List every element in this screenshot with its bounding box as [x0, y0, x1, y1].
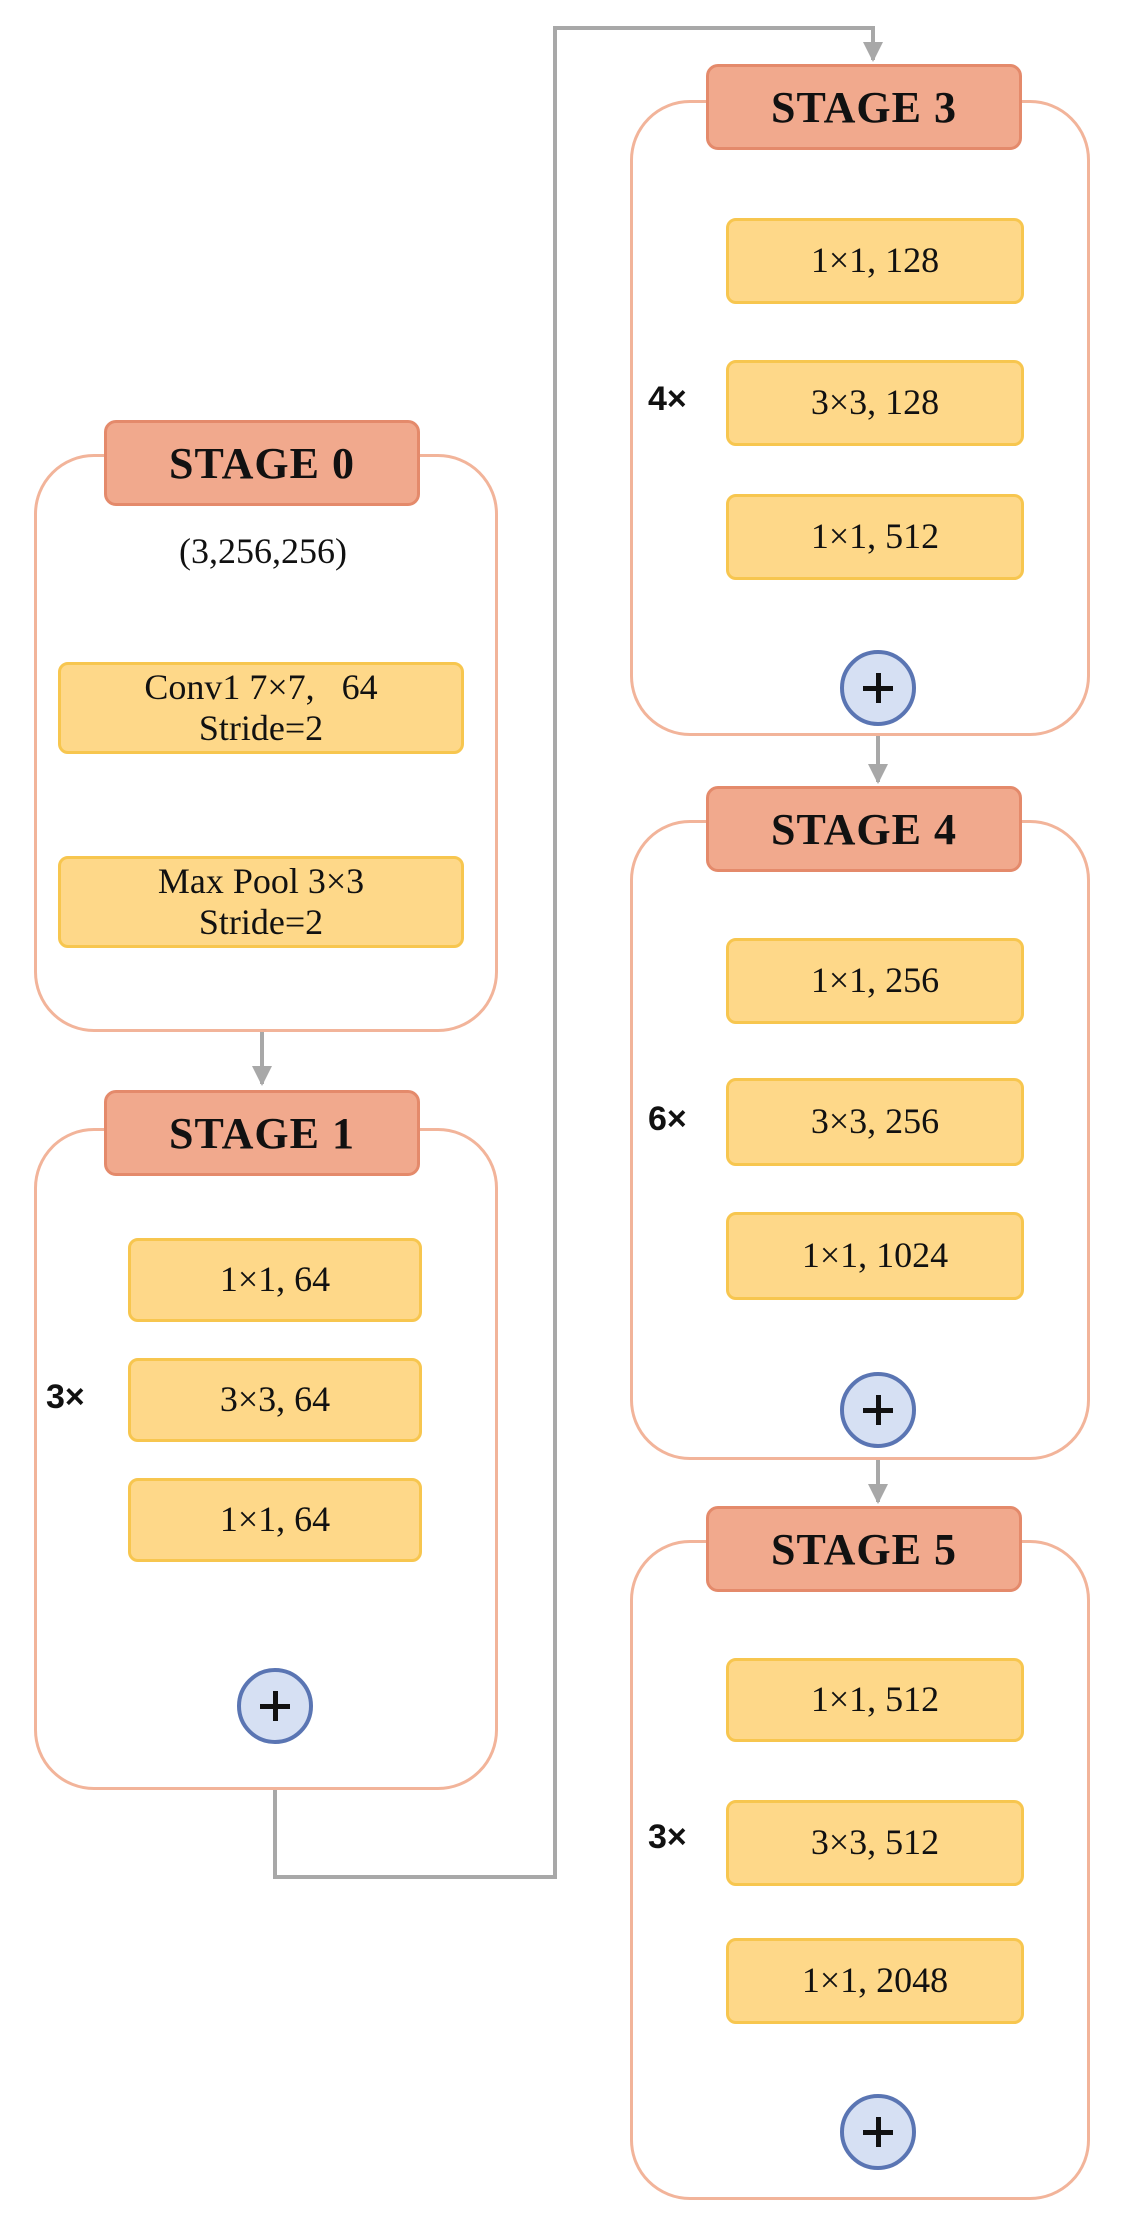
- conv1-line1: Conv1 7×7, 64: [144, 666, 378, 707]
- conv1-line2: Stride=2: [198, 708, 324, 748]
- stage-5-block-3: 1×1, 2048: [726, 1938, 1024, 2024]
- maxpool-line1: Max Pool 3×3: [157, 860, 365, 901]
- stage-3-title: STAGE 3: [706, 64, 1022, 150]
- stage-3-add-plus-circle-icon: [840, 650, 916, 726]
- stage-3-block-3: 1×1, 512: [726, 494, 1024, 580]
- maxpool-block: Max Pool 3×3 Stride=2: [58, 856, 464, 948]
- stage-4-title: STAGE 4: [706, 786, 1022, 872]
- stage-4-repeat-count: 6×: [648, 1100, 687, 1138]
- stage-3-block-2: 3×3, 128: [726, 360, 1024, 446]
- stage-1-block-2: 3×3, 64: [128, 1358, 422, 1442]
- stage-1-title: STAGE 1: [104, 1090, 420, 1176]
- stage-4-block-3: 1×1, 1024: [726, 1212, 1024, 1300]
- stage-1-repeat-count: 3×: [46, 1378, 85, 1416]
- stage-0-title: STAGE 0: [104, 420, 420, 506]
- conv1-block: Conv1 7×7, 64 Stride=2: [58, 662, 464, 754]
- stage-1-block-3: 1×1, 64: [128, 1478, 422, 1562]
- stage-5-add-plus-circle-icon: [840, 2094, 916, 2170]
- input-shape-label: (3,256,256): [179, 531, 347, 571]
- stage-4-block-1: 1×1, 256: [726, 938, 1024, 1024]
- stage-3-repeat-count: 4×: [648, 380, 687, 418]
- stage-4-add-plus-circle-icon: [840, 1372, 916, 1448]
- stage-3-block-1: 1×1, 128: [726, 218, 1024, 304]
- stage-5-title: STAGE 5: [706, 1506, 1022, 1592]
- stage-5-block-1: 1×1, 512: [726, 1658, 1024, 1742]
- stage-1-block-1: 1×1, 64: [128, 1238, 422, 1322]
- arrow-stage1-to-stage3: [273, 26, 883, 1879]
- stage-5-repeat-count: 3×: [648, 1818, 687, 1856]
- stage-5-block-2: 3×3, 512: [726, 1800, 1024, 1886]
- stage-4-block-2: 3×3, 256: [726, 1078, 1024, 1166]
- stage-1-add-plus-circle-icon: [237, 1668, 313, 1744]
- maxpool-line2: Stride=2: [198, 902, 324, 942]
